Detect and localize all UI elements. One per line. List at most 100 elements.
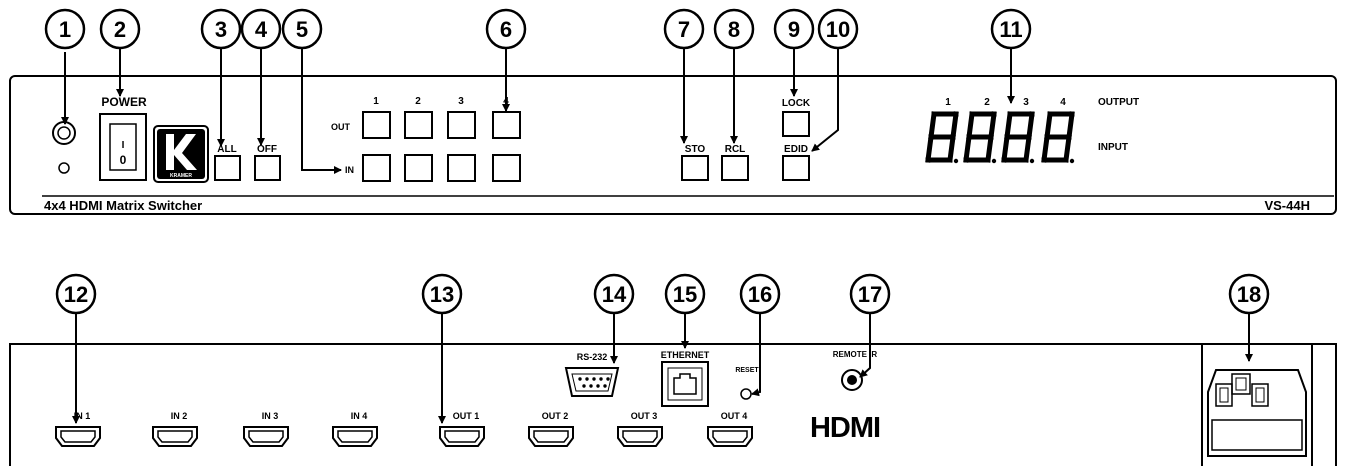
power-label: POWER — [101, 95, 147, 109]
in-button-4[interactable] — [492, 154, 521, 182]
hdmi-output-port-4-label: OUT 4 — [721, 411, 748, 421]
off-button[interactable] — [254, 155, 281, 181]
sto-button[interactable] — [681, 155, 709, 181]
hdmi-input-port-2[interactable] — [152, 426, 198, 447]
callout-number: 5 — [296, 17, 308, 42]
display-column-number: 4 — [1060, 97, 1066, 108]
lock-label: LOCK — [782, 98, 811, 109]
callout-15: 15 — [664, 273, 706, 315]
rcl-button[interactable] — [721, 155, 749, 181]
hdmi-output-port-3[interactable] — [617, 426, 663, 447]
out-row-label: OUT — [331, 122, 351, 132]
power-led — [58, 162, 70, 174]
rs232-port[interactable] — [564, 367, 620, 397]
front-panel-outline — [9, 75, 1337, 215]
hdmi-output-port-2[interactable] — [528, 426, 574, 447]
matrix-column-number: 3 — [458, 96, 464, 107]
power-switch[interactable] — [99, 113, 147, 181]
reset-button[interactable] — [740, 388, 752, 400]
seven-segment-digit-1 — [925, 111, 959, 164]
off-label: OFF — [257, 144, 277, 155]
hdmi-output-port-1[interactable] — [439, 426, 485, 447]
hdmi-output-port-2-label: OUT 2 — [542, 411, 569, 421]
display-column-number: 2 — [984, 97, 990, 108]
hdmi-input-port-3[interactable] — [243, 426, 289, 447]
device-model: VS-44H — [1264, 198, 1310, 213]
hdmi-input-port-3-label: IN 3 — [262, 411, 279, 421]
callout-9: 9 — [773, 8, 815, 50]
in-row-label: IN — [345, 165, 354, 175]
in-button-1[interactable] — [362, 154, 391, 182]
input-label: INPUT — [1098, 142, 1128, 153]
callout-7: 7 — [663, 8, 705, 50]
out-button-4[interactable] — [492, 111, 521, 139]
power-off-mark: 0 — [120, 153, 127, 167]
edid-button[interactable] — [782, 155, 810, 181]
hdmi-output-port-4[interactable] — [707, 426, 753, 447]
hdmi-logo: HDMI — [810, 412, 880, 444]
seven-segment-displays — [925, 111, 1075, 164]
hdmi-input-port-1-label: IN 1 — [74, 411, 91, 421]
out-button-2[interactable] — [404, 111, 433, 139]
callout-5: 5 — [281, 8, 323, 50]
device-description: 4x4 HDMI Matrix Switcher — [44, 198, 202, 213]
callout-number: 16 — [748, 282, 772, 307]
callout-leaders — [61, 46, 1253, 424]
in-button-3[interactable] — [447, 154, 476, 182]
seven-segment-digit-4 — [1041, 111, 1075, 164]
matrix-column-number: 1 — [373, 96, 379, 107]
callout-17: 17 — [849, 273, 891, 315]
callout-number: 13 — [430, 282, 454, 307]
power-inlet[interactable] — [1201, 344, 1313, 466]
ir-sensor-inner — [57, 126, 71, 140]
all-button[interactable] — [214, 155, 241, 181]
ethernet-port[interactable] — [661, 361, 709, 407]
callout-number: 14 — [602, 282, 627, 307]
rear-panel-outline — [9, 343, 1337, 466]
sto-label: STO — [685, 144, 706, 155]
callout-number: 11 — [999, 17, 1022, 42]
hdmi-input-port-4[interactable] — [332, 426, 378, 447]
callout-16: 16 — [739, 273, 781, 315]
reset-label: RESET — [735, 367, 759, 374]
remote-ir-jack-center — [847, 375, 857, 385]
rs232-label: RS-232 — [577, 352, 608, 362]
callout-1: 1 — [44, 8, 86, 50]
lock-button[interactable] — [782, 111, 810, 137]
callout-11: 11 — [990, 8, 1032, 50]
remote-ir-jack[interactable] — [841, 369, 863, 391]
output-label: OUTPUT — [1098, 97, 1139, 108]
kramer-logo: KRAMER — [153, 125, 209, 183]
display-column-numbers: 1 2 3 4 — [945, 97, 1066, 108]
callout-number: 8 — [728, 17, 740, 42]
callout-8: 8 — [713, 8, 755, 50]
callout-number: 10 — [826, 17, 850, 42]
display-column-number: 3 — [1023, 97, 1029, 108]
callout-number: 12 — [64, 282, 88, 307]
out-button-3[interactable] — [447, 111, 476, 139]
hdmi-input-port-1[interactable] — [55, 426, 101, 447]
callout-12: 12 — [55, 273, 97, 315]
callout-13: 13 — [421, 273, 463, 315]
power-rocker[interactable] — [109, 123, 137, 171]
callout-number: 15 — [673, 282, 697, 307]
seven-segment-digit-2 — [963, 111, 997, 164]
out-button-1[interactable] — [362, 111, 391, 139]
callout-6: 6 — [485, 8, 527, 50]
callout-10: 10 — [817, 8, 859, 50]
display-column-number: 1 — [945, 97, 951, 108]
matrix-column-number: 2 — [415, 96, 421, 107]
callout-4: 4 — [240, 8, 282, 50]
power-on-mark: I — [122, 140, 125, 151]
in-button-2[interactable] — [404, 154, 433, 182]
hdmi-output-port-1-label: OUT 1 — [453, 411, 480, 421]
callout-number: 9 — [788, 17, 800, 42]
callout-number: 17 — [858, 282, 882, 307]
edid-label: EDID — [784, 144, 808, 155]
callout-number: 1 — [59, 17, 71, 42]
